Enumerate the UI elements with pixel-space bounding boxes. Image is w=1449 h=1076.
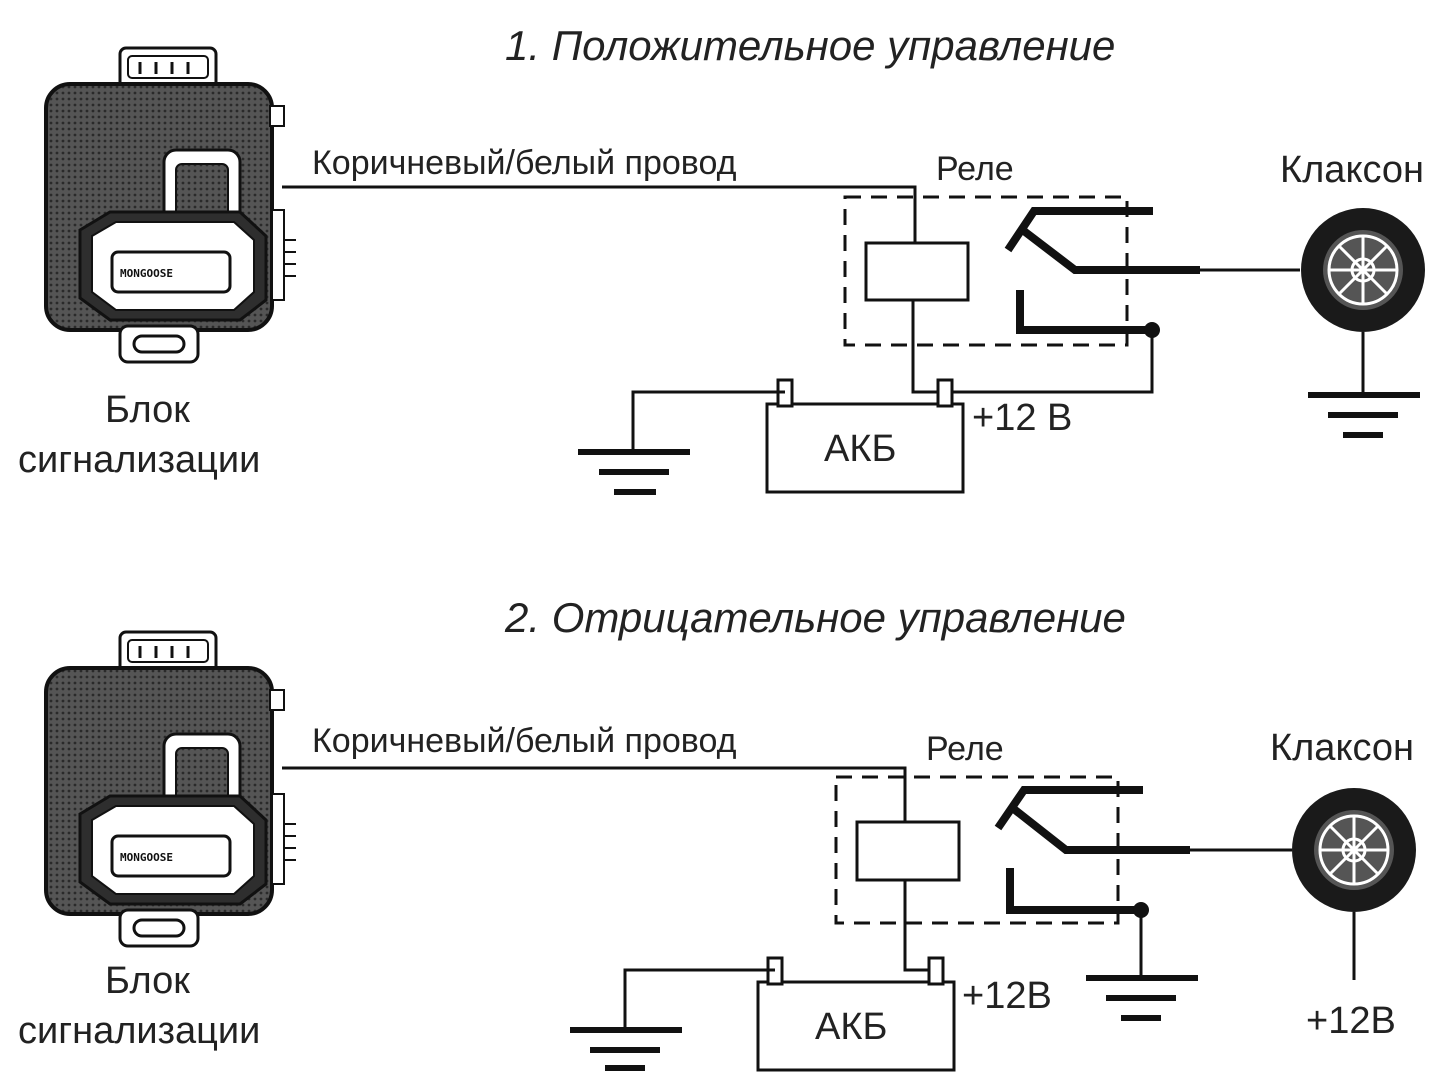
ground-icon [578, 449, 690, 495]
control-wire [282, 185, 917, 245]
contact-to-battery-wire [945, 330, 1154, 394]
unit-label-line1: Блок [105, 389, 190, 431]
coil-to-battery-wire [911, 300, 945, 394]
relay-coil-icon [855, 820, 961, 882]
wire-label: Коричневый/белый провод [312, 722, 737, 760]
relay-label: Реле [936, 150, 1014, 188]
relay-contact-icon [1004, 207, 1200, 338]
battery-label: АКБ [824, 428, 896, 470]
voltage-label: +12В [962, 975, 1052, 1017]
relay-contact-icon [994, 786, 1190, 918]
relay-housing [843, 195, 1129, 347]
battery-ground-wire [623, 968, 775, 1030]
unit-label-line2: сигнализации [18, 439, 260, 481]
diagram1-title: 1. Положительное управление [505, 22, 1115, 69]
unit-label-line1: Блок [105, 960, 190, 1002]
relay-housing [834, 775, 1120, 925]
coil-to-battery-wire [903, 880, 937, 972]
battery-icon [765, 402, 965, 494]
unit-label-line2: сигнализации [18, 1010, 260, 1052]
battery-label: АКБ [815, 1006, 887, 1048]
battery-icon [756, 980, 956, 1072]
ground-icon [570, 1027, 682, 1071]
battery-pos-terminal [927, 956, 945, 986]
horn-icon [1299, 206, 1427, 334]
diagram2-title: 2. Отрицательное управление [504, 594, 1126, 641]
alarm-unit-icon [44, 46, 298, 364]
unit-brand: MONGOOSE [120, 851, 173, 864]
unit-brand: MONGOOSE [120, 267, 173, 280]
relay-coil-icon [864, 241, 970, 302]
horn-voltage-label: +12В [1306, 1000, 1396, 1042]
diagram-negative-control: 2. Отрицательное управление MONGOOSE Бло… [18, 594, 1418, 1072]
control-wire [282, 766, 907, 822]
ground-icon [1086, 975, 1198, 1021]
relay-label: Реле [926, 730, 1004, 768]
battery-pos-terminal [936, 378, 954, 408]
horn-icon [1290, 786, 1418, 914]
ground-icon [1308, 392, 1420, 438]
battery-ground-wire [631, 390, 785, 452]
horn-label: Клаксон [1280, 149, 1424, 191]
horn-label: Клаксон [1270, 727, 1414, 769]
diagram-positive-control: 1. Положительное управление MONGOOSE Бло… [18, 22, 1427, 495]
wire-label: Коричневый/белый провод [312, 144, 737, 182]
alarm-unit-icon [44, 630, 298, 948]
voltage-label: +12 В [972, 397, 1072, 439]
